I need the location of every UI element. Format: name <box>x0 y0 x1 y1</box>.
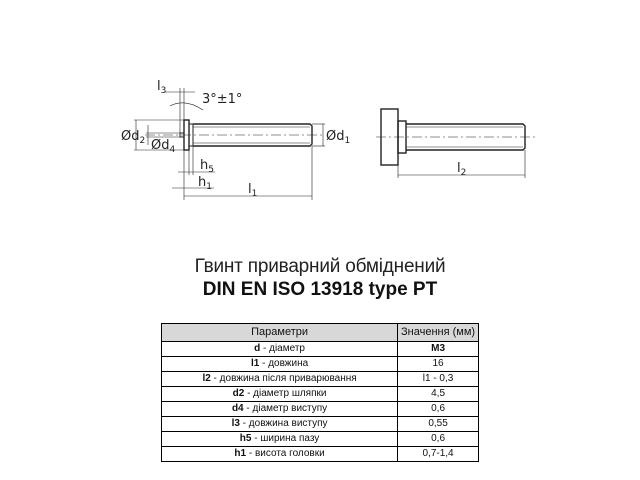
param-value: l1 - 0,3 <box>397 371 479 387</box>
svg-text:h1: h1 <box>198 175 212 192</box>
table-row: d - діаметр M3 <box>160 341 479 357</box>
table-row: l3 - довжина виступу 0,55 <box>160 416 479 432</box>
param-value: 0,7-1,4 <box>397 446 479 462</box>
param-desc: - висота головки <box>246 448 325 459</box>
param-value: 0,6 <box>397 401 479 417</box>
svg-text:l1: l1 <box>248 182 257 199</box>
table-header-row: Параметри Значення (мм) <box>160 323 479 342</box>
param-value: 0,6 <box>397 431 479 447</box>
technical-drawing: l3 3°±1° Ød2 Ød4 Ød1 h5 h1 l1 l2 <box>121 79 535 200</box>
param-symbol: h1 <box>234 448 247 459</box>
param-symbol: h5 <box>239 433 252 444</box>
table-row: d4 - діаметр виступу 0,6 <box>160 401 479 417</box>
param-value: 4,5 <box>397 386 479 402</box>
svg-text:Ød1: Ød1 <box>326 129 350 146</box>
left-view-drawing <box>134 88 325 200</box>
param-symbol: d2 <box>232 388 245 399</box>
param-desc: - довжина виступу <box>239 418 328 429</box>
param-desc: - довжина <box>259 358 309 369</box>
param-symbol: l1 <box>250 358 260 369</box>
param-symbol: d <box>254 343 261 354</box>
product-title: Гвинт приварний обміднений <box>194 256 446 277</box>
spec-table: Параметри Значення (мм) d - діаметр M3 l… <box>160 323 479 462</box>
svg-text:Ød2: Ød2 <box>121 129 145 146</box>
product-standard: DIN EN ISO 13918 type PT <box>202 279 438 300</box>
svg-text:Ød4: Ød4 <box>151 138 175 155</box>
table-row: h1 - висота головки 0,7-1,4 <box>160 446 479 462</box>
param-value: M3 <box>397 341 479 357</box>
param-symbol: d4 <box>231 403 244 414</box>
table-row: l2 - довжина після приварювання l1 - 0,3 <box>160 371 479 387</box>
param-symbol: l3 <box>231 418 240 429</box>
param-desc: - довжина після приварювання <box>210 373 357 384</box>
svg-text:3°±1°: 3°±1° <box>202 92 242 107</box>
param-value: 0,55 <box>397 416 479 432</box>
param-symbol: l2 <box>202 373 211 384</box>
param-desc: - діаметр виступу <box>243 403 328 414</box>
header-values: Значення (мм) <box>397 323 479 342</box>
param-desc: - ширина пазу <box>251 433 320 444</box>
header-parameters: Параметри <box>160 323 399 342</box>
right-view-labels: l2 <box>457 161 466 178</box>
table-row: h5 - ширина пазу 0,6 <box>160 431 479 447</box>
svg-text:l2: l2 <box>457 161 466 178</box>
left-view-labels: l3 3°±1° Ød2 Ød4 Ød1 h5 h1 l1 <box>121 79 350 199</box>
param-desc: - діаметр шляпки <box>244 388 327 399</box>
svg-text:h5: h5 <box>200 158 214 175</box>
right-view-drawing <box>376 108 535 178</box>
param-value: 16 <box>397 356 479 372</box>
table-row: d2 - діаметр шляпки 4,5 <box>160 386 479 402</box>
table-row: l1 - довжина 16 <box>160 356 479 372</box>
param-desc: - діаметр <box>260 343 305 354</box>
svg-text:l3: l3 <box>157 79 166 96</box>
